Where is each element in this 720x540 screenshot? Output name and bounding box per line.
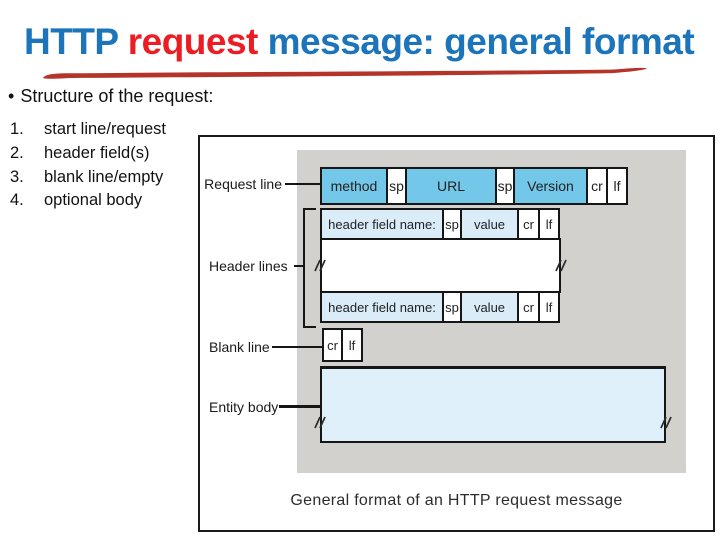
list-item-number: 2. xyxy=(10,143,24,162)
title-underline-stroke xyxy=(43,67,647,79)
label-header-lines: Header lines xyxy=(209,258,288,274)
box-sp: sp xyxy=(442,208,462,240)
box-sp: sp xyxy=(386,167,407,205)
connector-header-lines xyxy=(294,265,303,267)
header-lines-bracket xyxy=(303,208,305,328)
list-item-text: optional body xyxy=(44,191,143,210)
box-lf: lf xyxy=(538,291,560,323)
slide-title: HTTP request message: general format xyxy=(24,21,695,63)
list-item-text: start line/request xyxy=(44,120,166,138)
bullet-line: •Structure of the request: xyxy=(8,86,213,107)
diagram-canvas: method sp URL sp Version cr lf header fi… xyxy=(200,137,713,530)
list-item-number: 4. xyxy=(10,191,24,210)
list-item: 3. blank line/empty xyxy=(10,166,166,190)
header-line-row: header field name: sp value cr lf xyxy=(320,208,560,240)
title-part-request: request xyxy=(127,21,259,62)
list-item-text: blank line/empty xyxy=(44,167,164,186)
break-mark-icon xyxy=(555,259,567,272)
connector-request-line xyxy=(285,183,320,185)
header-lines-gap xyxy=(320,238,561,293)
break-mark-icon xyxy=(660,416,672,429)
box-cr: cr xyxy=(586,167,608,205)
box-cr: cr xyxy=(517,208,540,240)
list-item: 2. header field(s) xyxy=(10,142,166,166)
blank-line-row: cr lf xyxy=(322,328,363,362)
box-version: Version xyxy=(513,167,588,205)
list-item: 1. start line/request xyxy=(10,118,166,142)
box-lf: lf xyxy=(606,167,628,205)
diagram-caption: General format of an HTTP request messag… xyxy=(290,492,623,509)
title-part-rest: message: general format xyxy=(257,21,695,62)
list-item: 4. optional body xyxy=(10,189,166,213)
box-sp: sp xyxy=(442,291,462,323)
box-header-field-name: header field name: xyxy=(320,208,444,240)
label-request-line: Request line xyxy=(204,176,282,192)
request-line-row: method sp URL sp Version cr lf xyxy=(320,167,628,205)
list-item-number: 3. xyxy=(10,167,24,186)
list-item-number: 1. xyxy=(10,120,24,138)
box-value: value xyxy=(460,291,519,323)
bullet-text: Structure of the request: xyxy=(20,86,214,106)
break-mark-icon xyxy=(314,259,326,272)
box-header-field-name: header field name: xyxy=(320,291,444,323)
request-structure-list: 1. start line/request 2. header field(s)… xyxy=(10,118,166,213)
box-url: URL xyxy=(405,167,497,205)
title-part-http: HTTP xyxy=(24,21,128,62)
box-cr: cr xyxy=(322,328,343,362)
header-lines-bracket-top xyxy=(303,208,316,210)
header-lines-bracket-bottom xyxy=(303,326,316,328)
header-line-row: header field name: sp value cr lf xyxy=(320,291,560,323)
diagram-frame: method sp URL sp Version cr lf header fi… xyxy=(198,135,715,532)
label-entity-body: Entity body xyxy=(209,399,279,415)
entity-body-box xyxy=(320,366,666,443)
connector-entity-body xyxy=(279,405,320,408)
bullet-marker: • xyxy=(8,86,15,106)
box-sp: sp xyxy=(495,167,515,205)
label-blank-line: Blank line xyxy=(209,339,270,355)
box-value: value xyxy=(460,208,519,240)
connector-blank-line xyxy=(272,346,322,348)
break-mark-icon xyxy=(314,416,326,429)
box-method: method xyxy=(320,167,388,205)
box-lf: lf xyxy=(341,328,363,362)
list-item-text: header field(s) xyxy=(44,143,150,162)
box-lf: lf xyxy=(538,208,560,240)
box-cr: cr xyxy=(517,291,540,323)
